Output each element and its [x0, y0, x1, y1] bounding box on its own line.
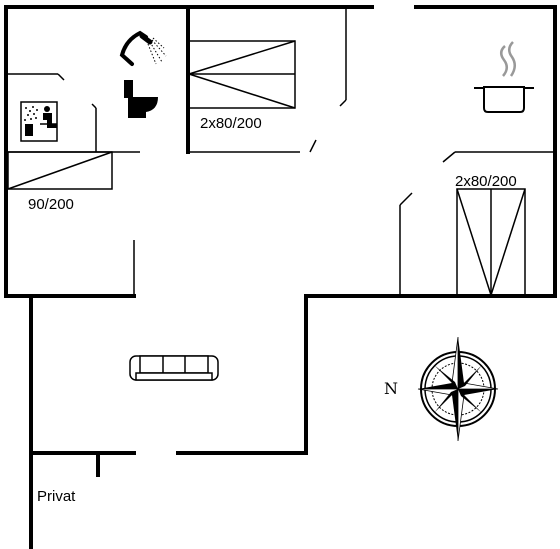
toilet-icon — [124, 80, 158, 118]
bed-left — [7, 151, 113, 190]
sauna-icon — [20, 101, 58, 142]
compass-rose-icon — [417, 336, 499, 442]
walls — [4, 5, 557, 549]
sofa-icon — [129, 355, 219, 381]
bed-top — [188, 40, 296, 109]
label-privat: Privat — [37, 488, 76, 505]
bed-right — [456, 188, 526, 296]
label-bedroom-right: 2x80/200 — [455, 173, 517, 190]
compass-north-label: N — [384, 379, 398, 398]
shower-icon — [119, 30, 167, 66]
label-bedroom-left: 90/200 — [28, 196, 74, 213]
kitchen-pot-icon — [474, 41, 534, 113]
label-bedroom-top: 2x80/200 — [200, 115, 262, 132]
